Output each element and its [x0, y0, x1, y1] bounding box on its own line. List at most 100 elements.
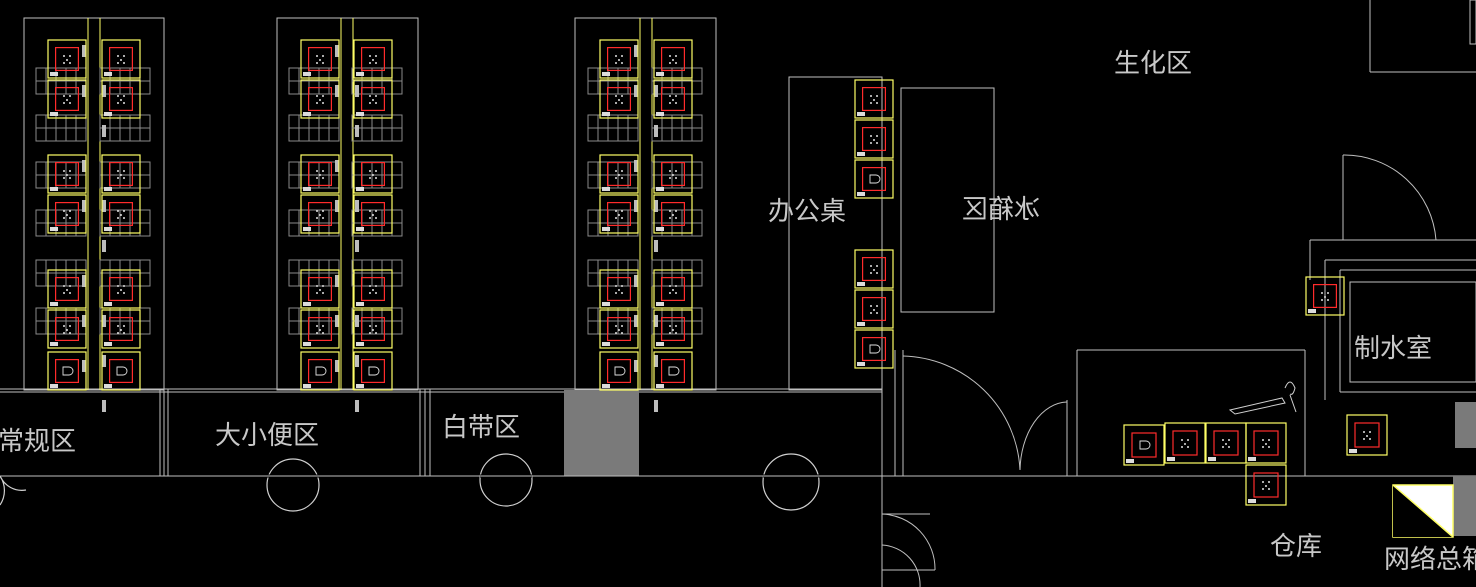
outlet-tag [654, 85, 658, 97]
tube-rack-icon [587, 114, 639, 142]
socket-outlet-icon [599, 351, 639, 391]
socket-outlet-icon [653, 269, 693, 309]
outlet-tag [102, 125, 106, 137]
gray-column-block [1455, 402, 1476, 448]
room-label-water-room: 制水室 [1354, 334, 1432, 364]
outlet-tag [82, 45, 86, 57]
outlet-tag [355, 200, 359, 212]
socket-outlet-icon [101, 194, 141, 234]
outlet-tag [654, 200, 658, 212]
outlet-tag [654, 355, 658, 367]
socket-outlet-icon [599, 39, 639, 79]
outlet-tag [355, 85, 359, 97]
outlet-tag [82, 85, 86, 97]
outlet-tag [102, 240, 106, 252]
outlet-tag [355, 240, 359, 252]
gray-column-block [564, 390, 639, 476]
outlet-tag [82, 160, 86, 172]
outlet-tag [82, 360, 86, 372]
socket-outlet-icon [653, 79, 693, 119]
socket-outlet-icon [47, 154, 87, 194]
room-label-biochem-area: 生化区 [1114, 49, 1192, 79]
outlet-tag [335, 360, 339, 372]
socket-outlet-icon [353, 79, 393, 119]
outlet-tag [102, 85, 106, 97]
outlet-tag [634, 160, 638, 172]
socket-outlet-icon [47, 194, 87, 234]
socket-outlet-icon [599, 309, 639, 349]
socket-outlet-icon [300, 309, 340, 349]
socket-outlet-icon [353, 39, 393, 79]
outlet-tag [634, 200, 638, 212]
socket-outlet-icon [1123, 424, 1165, 466]
tube-rack-icon [288, 114, 340, 142]
socket-outlet-icon [101, 39, 141, 79]
outlet-tag [634, 275, 638, 287]
outlet-tag [102, 400, 106, 412]
socket-outlet-icon [653, 154, 693, 194]
socket-outlet-icon [353, 194, 393, 234]
socket-outlet-icon [47, 351, 87, 391]
sink-circle-icon [0, 453, 820, 512]
socket-outlet-icon [353, 154, 393, 194]
socket-outlet-icon [353, 309, 393, 349]
outlet-tag [654, 125, 658, 137]
socket-outlet-icon [599, 79, 639, 119]
outlet-tag [82, 275, 86, 287]
outlet-tag [335, 45, 339, 57]
socket-outlet-icon [1305, 276, 1345, 316]
socket-outlet-icon [47, 79, 87, 119]
socket-outlet-icon [1245, 422, 1287, 464]
outlet-tag [654, 315, 658, 327]
socket-outlet-icon [854, 159, 894, 199]
socket-outlet-icon [101, 309, 141, 349]
outlet-tag [355, 125, 359, 137]
room-label-white-band-area: 白带区 [442, 413, 520, 443]
gray-column-block [1453, 476, 1476, 536]
outlet-tag [82, 315, 86, 327]
outlet-tag [102, 315, 106, 327]
socket-outlet-icon [653, 39, 693, 79]
tube-rack-icon [587, 209, 639, 237]
socket-outlet-icon [300, 351, 340, 391]
tube-rack-icon [35, 114, 87, 142]
socket-outlet-icon [353, 269, 393, 309]
tube-rack-icon [99, 114, 151, 142]
socket-outlet-icon [47, 39, 87, 79]
outlet-tag [335, 275, 339, 287]
outlet-tag [335, 200, 339, 212]
socket-outlet-icon [47, 309, 87, 349]
socket-outlet-icon [599, 194, 639, 234]
outlet-tag [335, 160, 339, 172]
socket-outlet-icon [300, 154, 340, 194]
outlet-tag [355, 355, 359, 367]
socket-outlet-icon [653, 194, 693, 234]
socket-outlet-icon [300, 79, 340, 119]
socket-outlet-icon [854, 329, 894, 369]
socket-outlet-icon [300, 269, 340, 309]
socket-outlet-icon [854, 249, 894, 289]
socket-outlet-icon [47, 269, 87, 309]
network-box-symbol [1392, 484, 1454, 538]
room-label-mirrored: 冰箱区 [962, 195, 1040, 225]
socket-outlet-icon [854, 289, 894, 329]
room-label-network-box: 网络总箱 [1384, 545, 1476, 575]
room-label-regular-area: 常规区 [0, 427, 76, 457]
socket-outlet-icon [599, 269, 639, 309]
outlet-tag [102, 355, 106, 367]
socket-outlet-icon [101, 79, 141, 119]
socket-outlet-icon [101, 154, 141, 194]
socket-outlet-icon [653, 309, 693, 349]
socket-outlet-icon [1245, 464, 1287, 506]
socket-outlet-icon [300, 39, 340, 79]
socket-outlet-icon [101, 351, 141, 391]
socket-outlet-icon [1164, 422, 1206, 464]
socket-outlet-icon [101, 269, 141, 309]
tube-rack-icon [651, 114, 703, 142]
socket-outlet-icon [653, 351, 693, 391]
room-label-warehouse: 仓库 [1270, 532, 1322, 562]
outlet-tag [634, 85, 638, 97]
outlet-tag [102, 200, 106, 212]
outlet-tag [335, 315, 339, 327]
outlet-tag [654, 240, 658, 252]
